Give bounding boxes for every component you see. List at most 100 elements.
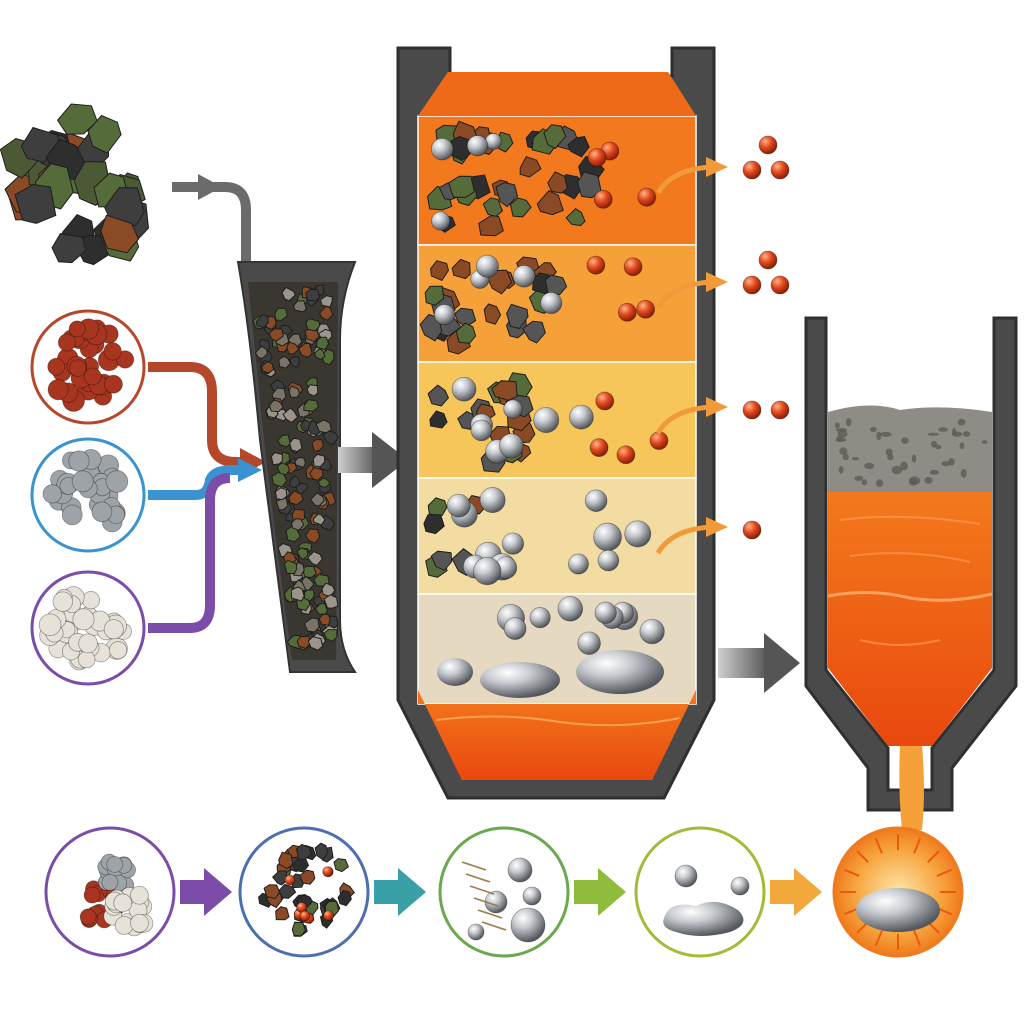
gas-exhaust xyxy=(655,135,790,555)
pellet xyxy=(103,342,122,361)
metal-droplet xyxy=(475,254,499,278)
hopper-icon xyxy=(236,261,357,673)
ore-rock xyxy=(288,356,300,368)
pellet xyxy=(130,913,149,933)
pellet xyxy=(38,613,62,637)
gas-droplet xyxy=(322,866,334,878)
ore-rock xyxy=(314,602,329,615)
step-molten-metal xyxy=(832,826,964,958)
ore-rock xyxy=(274,307,288,321)
ore-rock xyxy=(104,187,145,227)
ore-rock xyxy=(491,380,518,401)
hopper-to-furnace-arrow xyxy=(338,432,408,488)
metal-droplet xyxy=(529,607,551,629)
pellet xyxy=(101,873,119,891)
ore-rock xyxy=(274,487,288,501)
molten-metal-pool xyxy=(828,492,992,746)
metal-droplet xyxy=(503,399,523,419)
white-pellets-circle xyxy=(30,570,146,686)
metal-droplet xyxy=(473,556,502,586)
pellet xyxy=(81,590,101,610)
pellet xyxy=(47,357,66,376)
metal-droplet xyxy=(730,876,750,896)
ore-rock xyxy=(547,171,568,194)
ore-rock xyxy=(307,551,323,567)
ore-rock xyxy=(288,385,301,398)
gas-droplet-icon xyxy=(742,520,762,540)
ore-rock xyxy=(455,322,477,344)
metal-droplet xyxy=(594,601,617,624)
gas-droplet xyxy=(617,302,637,322)
pellet xyxy=(57,333,76,352)
metal-droplet xyxy=(512,264,536,288)
ore-rock xyxy=(315,419,332,434)
metal-droplet xyxy=(470,419,493,442)
ore-rock xyxy=(536,190,564,216)
flow-arrow-icon xyxy=(770,880,796,904)
gas-droplet xyxy=(636,299,656,319)
ore-rock xyxy=(565,208,586,227)
ore-rock xyxy=(303,399,320,412)
step-metal-droplets xyxy=(438,826,626,958)
ore-cluster-icon xyxy=(0,103,150,266)
pellet xyxy=(77,650,96,669)
ore-rock xyxy=(424,285,445,306)
gas-droplet xyxy=(595,391,615,411)
ore-rock xyxy=(430,260,450,282)
flow-arrow-icon xyxy=(574,880,600,904)
flow-arrow-icon xyxy=(706,397,728,417)
gas-exit-2 xyxy=(655,250,790,310)
ore-rock xyxy=(318,305,334,321)
ore-rock xyxy=(288,475,301,489)
ore-rock xyxy=(87,114,122,154)
ore-rock xyxy=(312,453,326,468)
ore-rock xyxy=(298,869,316,885)
ore-rock xyxy=(56,103,98,135)
red-feed-line xyxy=(148,362,252,467)
ore-rock xyxy=(305,318,321,332)
gas-droplet-icon xyxy=(770,275,790,295)
ore-rock xyxy=(333,858,350,873)
ore-rock xyxy=(303,617,320,633)
pellet xyxy=(91,501,113,523)
ore-rock xyxy=(254,345,268,359)
pellet xyxy=(71,470,94,493)
ore-rock xyxy=(307,636,324,651)
ore-rock xyxy=(268,399,284,413)
metal-droplet xyxy=(501,532,525,555)
gas-droplet-icon xyxy=(770,400,790,420)
gas-exit-1 xyxy=(655,135,790,195)
metal-pool-blob xyxy=(437,658,473,686)
metal-droplet xyxy=(639,618,665,645)
metal-droplet xyxy=(430,137,454,161)
ore-rock xyxy=(303,588,315,602)
metal-droplet xyxy=(584,489,608,512)
gas-droplet-icon xyxy=(742,400,762,420)
ore-rock xyxy=(451,258,471,280)
metal-droplet xyxy=(498,433,524,459)
ore-rock xyxy=(314,348,326,360)
pellet xyxy=(72,608,95,631)
ore-rock xyxy=(275,497,289,511)
metal-droplet xyxy=(466,135,489,157)
metal-droplet xyxy=(446,493,471,518)
metal-droplet xyxy=(507,857,533,883)
ore-rock xyxy=(312,513,326,526)
metal-droplet xyxy=(557,595,584,622)
flow-arrow-head xyxy=(598,868,626,916)
furnace-to-ladle-arrow xyxy=(718,633,800,693)
ore-rock xyxy=(427,384,449,407)
slag-layer xyxy=(828,405,992,492)
metal-droplet xyxy=(479,487,506,514)
pellet xyxy=(68,359,87,377)
metal-pool-blob xyxy=(576,650,664,694)
gas-droplet-icon xyxy=(742,160,762,180)
ore-rock xyxy=(278,883,297,899)
gas-droplet xyxy=(323,910,334,921)
ore-rock xyxy=(483,303,502,325)
furnace-icon xyxy=(396,46,716,800)
step-heated-ore xyxy=(238,826,426,958)
pellet xyxy=(42,484,62,504)
metal-droplet xyxy=(577,631,601,655)
pellet xyxy=(129,885,149,905)
